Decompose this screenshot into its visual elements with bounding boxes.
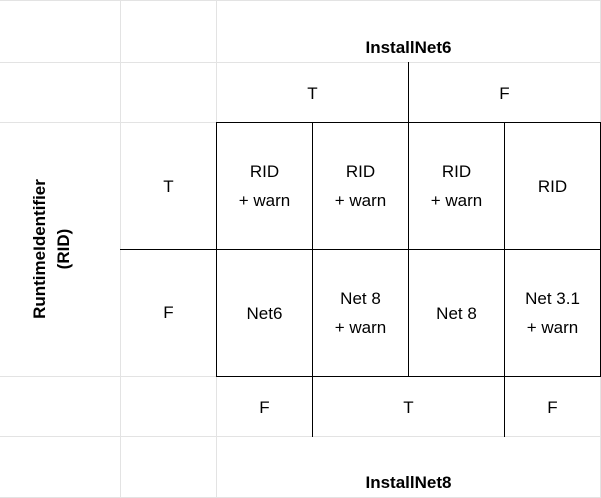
- cell-line1: RID: [537, 177, 568, 196]
- cell-line1: Net 8: [340, 289, 381, 308]
- border-line: [504, 122, 505, 437]
- border-line: [120, 249, 601, 250]
- cell-r2-c1[interactable]: Net6: [217, 299, 312, 328]
- row-title-line2: (RID): [54, 228, 73, 270]
- cell-line1: RID: [441, 162, 472, 181]
- cell-line1: Net6: [246, 304, 283, 323]
- bottom-label-t[interactable]: T: [403, 398, 414, 417]
- row-title-runtimeidentifier[interactable]: RuntimeIdentifier (RID): [28, 129, 76, 369]
- cell-line2: + warn: [430, 191, 483, 210]
- cell-line2: + warn: [334, 191, 387, 210]
- cell-line2: + warn: [238, 191, 291, 210]
- row-title-line1: RuntimeIdentifier: [30, 179, 49, 319]
- cell-line1: RID: [345, 162, 376, 181]
- merged-cell-top-F: [409, 63, 600, 122]
- merged-cell-bottom-title: [217, 437, 600, 497]
- merged-cell-row-title: [0, 123, 120, 376]
- cell-r2-c3[interactable]: Net 8: [409, 299, 504, 328]
- border-line: [408, 122, 409, 377]
- column-title-installnet6[interactable]: InstallNet6: [365, 38, 452, 57]
- gridline: [0, 0, 601, 1]
- merged-cell-column-title: [217, 1, 600, 62]
- cell-r1-c1[interactable]: RID + warn: [217, 157, 312, 215]
- cell-r1-c4[interactable]: RID: [505, 172, 600, 201]
- merged-cell-bottom-T: [313, 377, 504, 436]
- bottom-label-f-right[interactable]: F: [547, 398, 558, 417]
- top-label-t[interactable]: T: [307, 84, 318, 103]
- border-line: [408, 62, 409, 123]
- cell-r2-c4[interactable]: Net 3.1 + warn: [505, 284, 600, 342]
- border-line: [216, 122, 217, 377]
- top-label-f[interactable]: F: [499, 84, 510, 103]
- row-label-t[interactable]: T: [163, 177, 174, 196]
- cell-line1: RID: [249, 162, 280, 181]
- cell-line2: + warn: [334, 318, 387, 337]
- cell-line2: + warn: [526, 318, 579, 337]
- cell-line1: Net 8: [436, 304, 477, 323]
- row-label-f[interactable]: F: [163, 303, 174, 322]
- cell-line1: Net 3.1: [525, 289, 580, 308]
- merged-cell-top-T: [217, 63, 408, 122]
- bottom-label-f-left[interactable]: F: [259, 398, 270, 417]
- cell-r2-c2[interactable]: Net 8 + warn: [313, 284, 408, 342]
- bottom-title-installnet8[interactable]: InstallNet8: [365, 473, 452, 492]
- cell-r1-c2[interactable]: RID + warn: [313, 157, 408, 215]
- cell-r1-c3[interactable]: RID + warn: [409, 157, 504, 215]
- border-line: [312, 122, 313, 437]
- gridline: [0, 62, 601, 63]
- gridline: [0, 436, 601, 437]
